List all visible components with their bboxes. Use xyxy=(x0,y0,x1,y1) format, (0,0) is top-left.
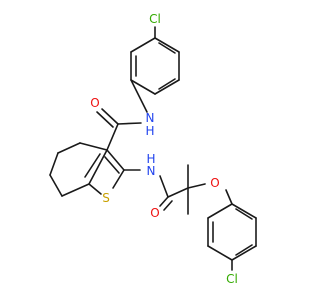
bond xyxy=(235,208,253,220)
bond xyxy=(158,42,176,54)
bond xyxy=(159,175,169,198)
atom-symbol: H xyxy=(146,152,155,166)
atom-symbol: Cl xyxy=(149,12,161,26)
bond xyxy=(167,187,189,198)
atom-o-carbonyl-middle: O xyxy=(150,206,159,220)
thiophene-ring xyxy=(84,149,125,195)
molecule-diagram: Cl N H O N H S O O Cl xyxy=(49,12,257,286)
bond xyxy=(49,174,63,197)
bond xyxy=(104,156,120,174)
bond xyxy=(130,37,156,53)
amide-middle xyxy=(123,169,189,211)
bond xyxy=(106,149,125,171)
bond xyxy=(187,183,206,189)
atom-s: S xyxy=(102,191,110,205)
bond xyxy=(154,37,180,53)
bond xyxy=(159,196,169,207)
atom-symbol: O xyxy=(150,206,159,220)
atom-symbol: O xyxy=(210,176,219,190)
bond xyxy=(79,142,108,151)
bond xyxy=(106,123,119,151)
bond xyxy=(225,189,233,205)
atom-symbol: N xyxy=(147,164,156,178)
atom-h-top: H xyxy=(145,124,154,138)
bottom-chlorophenyl-ring xyxy=(207,203,257,271)
bond xyxy=(57,142,81,154)
bond xyxy=(88,183,102,195)
atom-symbol: H xyxy=(145,124,154,138)
atom-symbol: S xyxy=(102,191,110,205)
atom-symbol: N xyxy=(146,111,155,125)
bond xyxy=(61,183,90,197)
bond xyxy=(231,245,257,261)
atom-h-middle: H xyxy=(146,152,155,166)
bond xyxy=(231,203,257,219)
amide-top xyxy=(96,79,148,151)
top-chlorophenyl-ring xyxy=(130,26,180,95)
bond xyxy=(163,200,173,211)
atom-cl-top: Cl xyxy=(149,12,161,26)
atom-n-middle: N xyxy=(147,164,156,178)
bond xyxy=(101,108,119,125)
cyclohexene-ring xyxy=(49,142,108,197)
bond xyxy=(158,78,176,90)
bond xyxy=(235,244,253,256)
bond xyxy=(207,245,233,261)
gem-dimethyl-ether xyxy=(187,164,233,215)
bond xyxy=(112,169,125,189)
bond xyxy=(88,149,108,185)
atom-cl-bottom: Cl xyxy=(226,272,238,286)
bond xyxy=(130,79,156,95)
bond xyxy=(96,111,114,128)
atom-n-top: N xyxy=(146,111,155,125)
atom-o-carbonyl-top: O xyxy=(90,96,99,110)
molecule-structure: Cl N H O N H S O O Cl xyxy=(49,12,257,286)
bond xyxy=(154,79,180,95)
bond xyxy=(130,79,148,113)
bond xyxy=(49,152,59,176)
bond xyxy=(207,203,233,219)
atom-o-ether: O xyxy=(210,176,219,190)
bond xyxy=(117,122,142,125)
bond xyxy=(84,153,101,178)
atom-symbol: Cl xyxy=(226,272,238,286)
atom-symbol: O xyxy=(90,96,99,110)
atom-labels: Cl N H O N H S O O Cl xyxy=(90,12,238,286)
